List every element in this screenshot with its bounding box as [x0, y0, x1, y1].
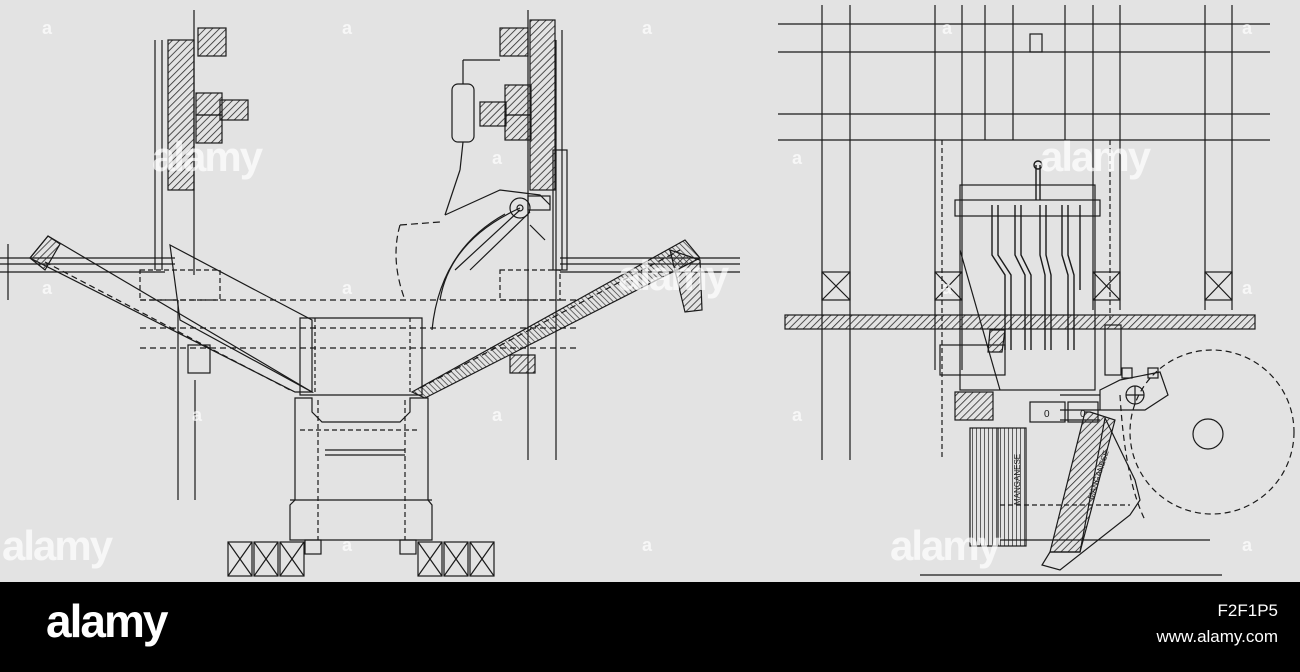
gate-frame — [939, 184, 1101, 421]
watermark-symbol: a — [342, 535, 353, 555]
drawing-sheet: MANGANESE MANGANESE 0 0 — [0, 5, 1295, 577]
watermark-symbol: a — [1242, 278, 1253, 298]
watermark-symbol: a — [1242, 18, 1253, 38]
watermark-symbol: a — [42, 278, 53, 298]
footer-image-id: F2F1P5 — [1217, 601, 1278, 620]
counterweight-wheel — [1119, 349, 1295, 521]
watermark-brand-3: alamy — [618, 252, 729, 299]
watermark-brand-2: alamy — [1040, 133, 1151, 180]
base-pedestal — [177, 300, 433, 555]
left-wall-column — [154, 10, 249, 275]
technical-drawing: MANGANESE MANGANESE 0 0 — [0, 5, 1295, 577]
vertical-posts — [821, 5, 1233, 460]
central-hopper-body — [139, 269, 580, 396]
watermark-symbol: a — [1242, 535, 1253, 555]
bearing-bracket — [1029, 324, 1169, 423]
watermark-symbol: a — [342, 18, 353, 38]
footer-brand-logo: alamy — [46, 595, 168, 647]
top-beams — [778, 23, 1270, 141]
watermark-symbol: a — [492, 405, 503, 425]
footer-site: www.alamy.com — [1156, 627, 1278, 646]
watermark-footer: alamy F2F1P5 www.alamy.com — [0, 582, 1300, 672]
footer-info: F2F1P5 www.alamy.com — [1156, 598, 1278, 650]
watermark-symbol: a — [492, 148, 503, 168]
watermark-symbol: a — [642, 535, 653, 555]
right-chute — [410, 239, 703, 399]
watermark-symbol: a — [42, 18, 53, 38]
lever-mark-1: 0 — [1044, 409, 1050, 420]
watermark-brand-4: alamy — [2, 522, 113, 569]
watermark-symbol: a — [342, 278, 353, 298]
manganese-liners — [920, 411, 1222, 576]
right-front-elevation: MANGANESE MANGANESE 0 0 — [778, 5, 1295, 576]
watermark-symbol: a — [192, 405, 203, 425]
watermark-brand-5: alamy — [890, 522, 1001, 569]
watermark-symbol: a — [792, 148, 803, 168]
floor-beam — [784, 314, 1256, 330]
watermark-symbol: a — [642, 18, 653, 38]
watermark-symbol: a — [942, 18, 953, 38]
watermark-symbol: a — [792, 405, 803, 425]
post-cross-blocks — [821, 271, 1233, 301]
left-chute — [29, 235, 315, 394]
left-footing-blocks — [227, 541, 495, 577]
left-section-view — [0, 10, 740, 577]
gate-lever-mechanism — [395, 59, 551, 331]
watermark-symbol: a — [942, 278, 953, 298]
watermark-brand-1: alamy — [152, 133, 263, 180]
lever-mark-2: 0 — [1080, 409, 1086, 420]
manganese-label-left: MANGANESE — [1013, 454, 1022, 505]
right-wall-column — [479, 10, 568, 460]
finger-gate-forks — [991, 160, 1081, 350]
